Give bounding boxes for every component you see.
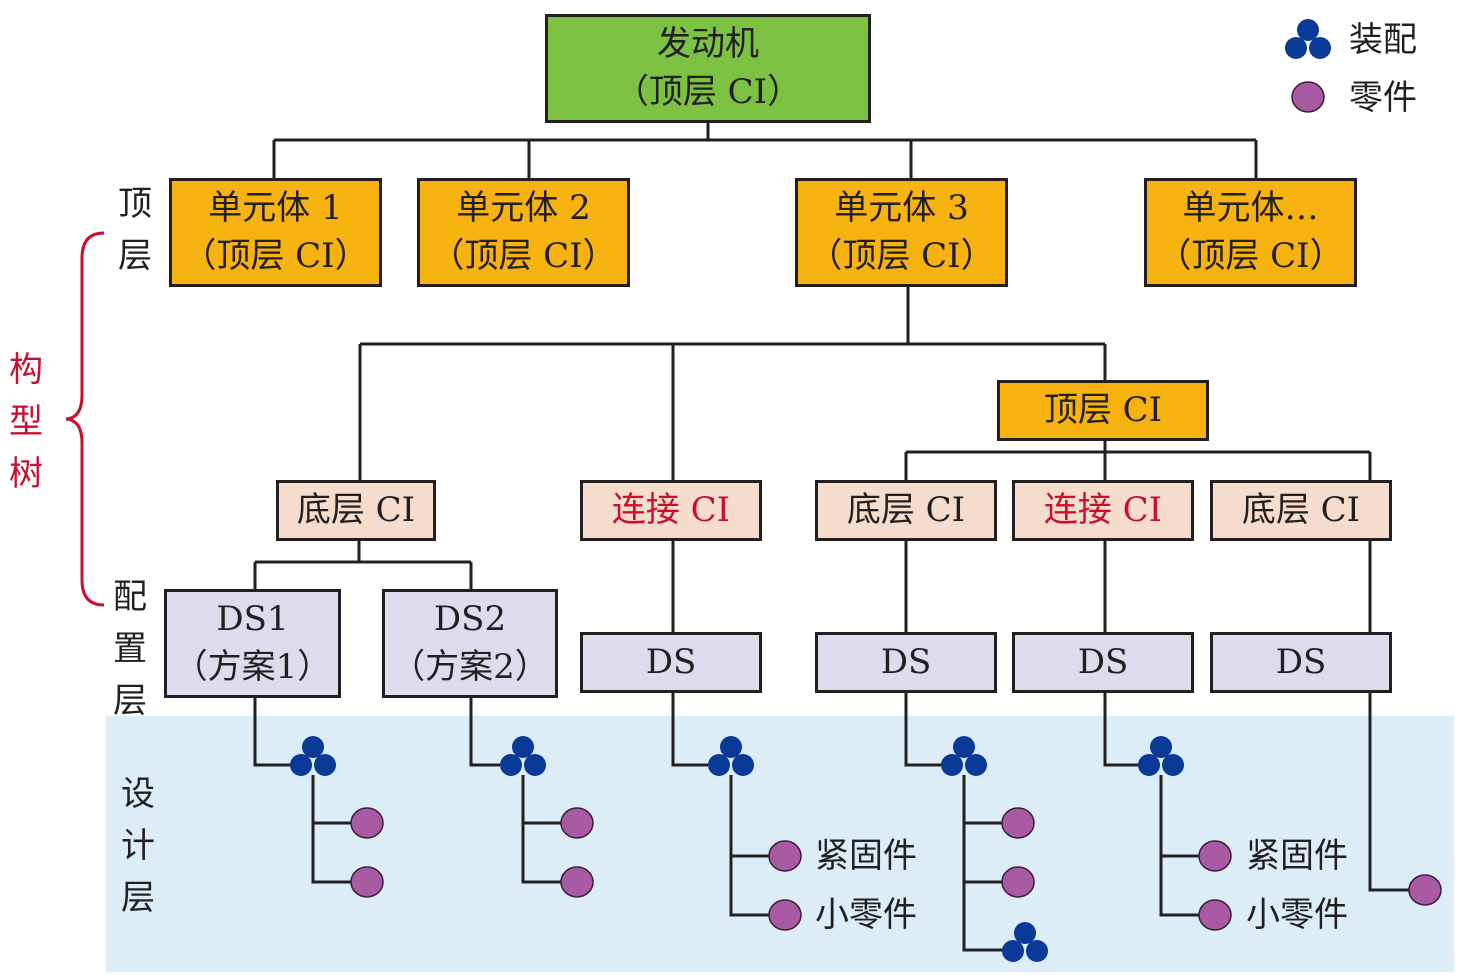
config-layer-char-1: 配 (113, 577, 147, 617)
part-icon (1198, 840, 1232, 872)
assembly-icon (1138, 736, 1184, 776)
ds-node-a: DS (580, 632, 762, 693)
part-icon (1198, 899, 1232, 931)
top-ci-node: 顶层 CI (997, 380, 1209, 441)
ds1-node: DS1 （方案1） (164, 589, 341, 698)
engine-label: 发动机 (657, 23, 759, 64)
top-layer-label: 顶 层 (115, 178, 155, 282)
unit-1-node: 单元体 1 （顶层 CI） (169, 178, 382, 287)
bottom-ci-node-3: 底层 CI (1210, 480, 1392, 541)
ds-label-a: DS (645, 641, 697, 682)
connect-ci-label-1: 连接 CI (611, 489, 731, 530)
design-layer-char-2: 计 (121, 826, 155, 866)
engine-node: 发动机 （顶层 CI） (545, 14, 871, 123)
part-icon (768, 899, 802, 931)
ds-node-b: DS (815, 632, 997, 693)
unit-2-label: 单元体 2 (456, 187, 591, 228)
connect-ci-node-2: 连接 CI (1012, 480, 1194, 541)
ds1-sublabel: （方案1） (173, 646, 332, 687)
config-layer-label: 配 置 层 (110, 571, 150, 727)
unit-1-sublabel: （顶层 CI） (182, 235, 369, 276)
unit-more-sublabel: （顶层 CI） (1157, 235, 1344, 276)
ds-node-c: DS (1012, 632, 1194, 693)
bottom-ci-label-1: 底层 CI (296, 489, 416, 530)
unit-2-sublabel: （顶层 CI） (430, 235, 617, 276)
legend-part-icon (1291, 81, 1325, 113)
legend-assembly-label: 装配 (1349, 20, 1417, 60)
unit-3-sublabel: （顶层 CI） (808, 235, 995, 276)
tree-char-1: 构 (9, 350, 43, 390)
unit-1-label: 单元体 1 (208, 187, 343, 228)
unit-3-node: 单元体 3 （顶层 CI） (795, 178, 1008, 287)
tree-brace (65, 231, 105, 607)
ds-label-d: DS (1275, 641, 1327, 682)
ds-label-c: DS (1077, 641, 1129, 682)
ds2-label: DS2 (433, 598, 507, 639)
part-icon (560, 866, 594, 898)
assembly-icon (290, 736, 336, 776)
part-icon (350, 807, 384, 839)
connect-ci-node-1: 连接 CI (580, 480, 762, 541)
part-icon (768, 840, 802, 872)
tree-char-3: 树 (9, 454, 43, 494)
engine-sublabel: （顶层 CI） (614, 71, 802, 112)
unit-more-label: 单元体… (1182, 187, 1319, 228)
ds2-node: DS2 （方案2） (382, 589, 558, 698)
design-layer-char-3: 层 (121, 878, 155, 918)
ds-node-d: DS (1210, 632, 1392, 693)
assembly-icon (500, 736, 546, 776)
design-layer-label: 设 计 层 (118, 768, 158, 924)
part-icon (1408, 874, 1442, 906)
unit-3-label: 单元体 3 (834, 187, 969, 228)
tree-label: 构 型 树 (6, 344, 46, 500)
tree-char-2: 型 (9, 402, 43, 442)
config-layer-char-3: 层 (113, 681, 147, 721)
legend-part-label: 零件 (1349, 78, 1417, 118)
fastener-label-2: 紧固件 (1246, 836, 1348, 876)
part-icon (560, 807, 594, 839)
bottom-ci-label-2: 底层 CI (846, 489, 966, 530)
part-icon (1001, 807, 1035, 839)
top-layer-char-2: 层 (118, 236, 152, 276)
bottom-ci-node-1: 底层 CI (276, 480, 436, 541)
config-layer-char-2: 置 (113, 629, 147, 669)
small-part-label-2: 小零件 (1246, 895, 1348, 935)
connect-ci-label-2: 连接 CI (1043, 489, 1163, 530)
fastener-label-1: 紧固件 (815, 836, 917, 876)
legend-assembly-icon (1285, 19, 1331, 59)
unit-2-node: 单元体 2 （顶层 CI） (417, 178, 630, 287)
part-icon (1001, 866, 1035, 898)
assembly-icon (1002, 922, 1048, 962)
ds2-sublabel: （方案2） (391, 646, 549, 687)
small-part-label-1: 小零件 (815, 895, 917, 935)
part-icon (350, 866, 384, 898)
top-layer-char-1: 顶 (118, 184, 152, 224)
assembly-icon (941, 736, 987, 776)
bottom-ci-label-3: 底层 CI (1241, 489, 1361, 530)
bottom-ci-node-2: 底层 CI (815, 480, 997, 541)
ds1-label: DS1 (216, 598, 289, 639)
design-layer-char-1: 设 (121, 774, 155, 814)
ds-label-b: DS (880, 641, 932, 682)
unit-more-node: 单元体… （顶层 CI） (1144, 178, 1357, 287)
top-ci-label: 顶层 CI (1043, 389, 1163, 430)
assembly-icon (708, 736, 754, 776)
